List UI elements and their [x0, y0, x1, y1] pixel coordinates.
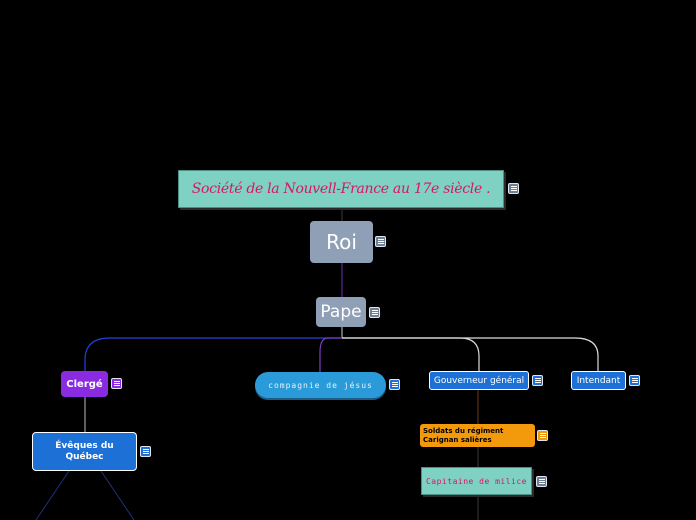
notes-icon[interactable] [375, 236, 386, 247]
notes-icon[interactable] [111, 378, 122, 389]
central-topic[interactable]: Société de la Nouvell-France au 17e sièc… [178, 170, 504, 208]
notes-icon[interactable] [532, 375, 543, 386]
node-intendant[interactable]: Intendant [571, 371, 626, 390]
node-compagnie-de-jesus[interactable]: compagnie de jésus [255, 372, 386, 398]
notes-icon[interactable] [508, 183, 519, 194]
notes-icon[interactable] [369, 307, 380, 318]
node-clerge[interactable]: Clergé [61, 371, 108, 397]
node-eveques-du-quebec[interactable]: Évêques du Québec [32, 432, 137, 471]
notes-icon[interactable] [629, 375, 640, 386]
node-capitaine-de-milice[interactable]: Capitaine de milice [421, 467, 532, 495]
notes-icon[interactable] [389, 379, 400, 390]
node-roi[interactable]: Roi [310, 221, 373, 263]
notes-icon[interactable] [537, 430, 548, 441]
node-soldats-carignan[interactable]: Soldats du régiment Carignan salières [420, 424, 535, 447]
notes-icon[interactable] [140, 446, 151, 457]
node-pape[interactable]: Pape [316, 297, 366, 327]
notes-icon[interactable] [536, 476, 547, 487]
node-gouverneur-general[interactable]: Gouverneur général [429, 371, 529, 390]
